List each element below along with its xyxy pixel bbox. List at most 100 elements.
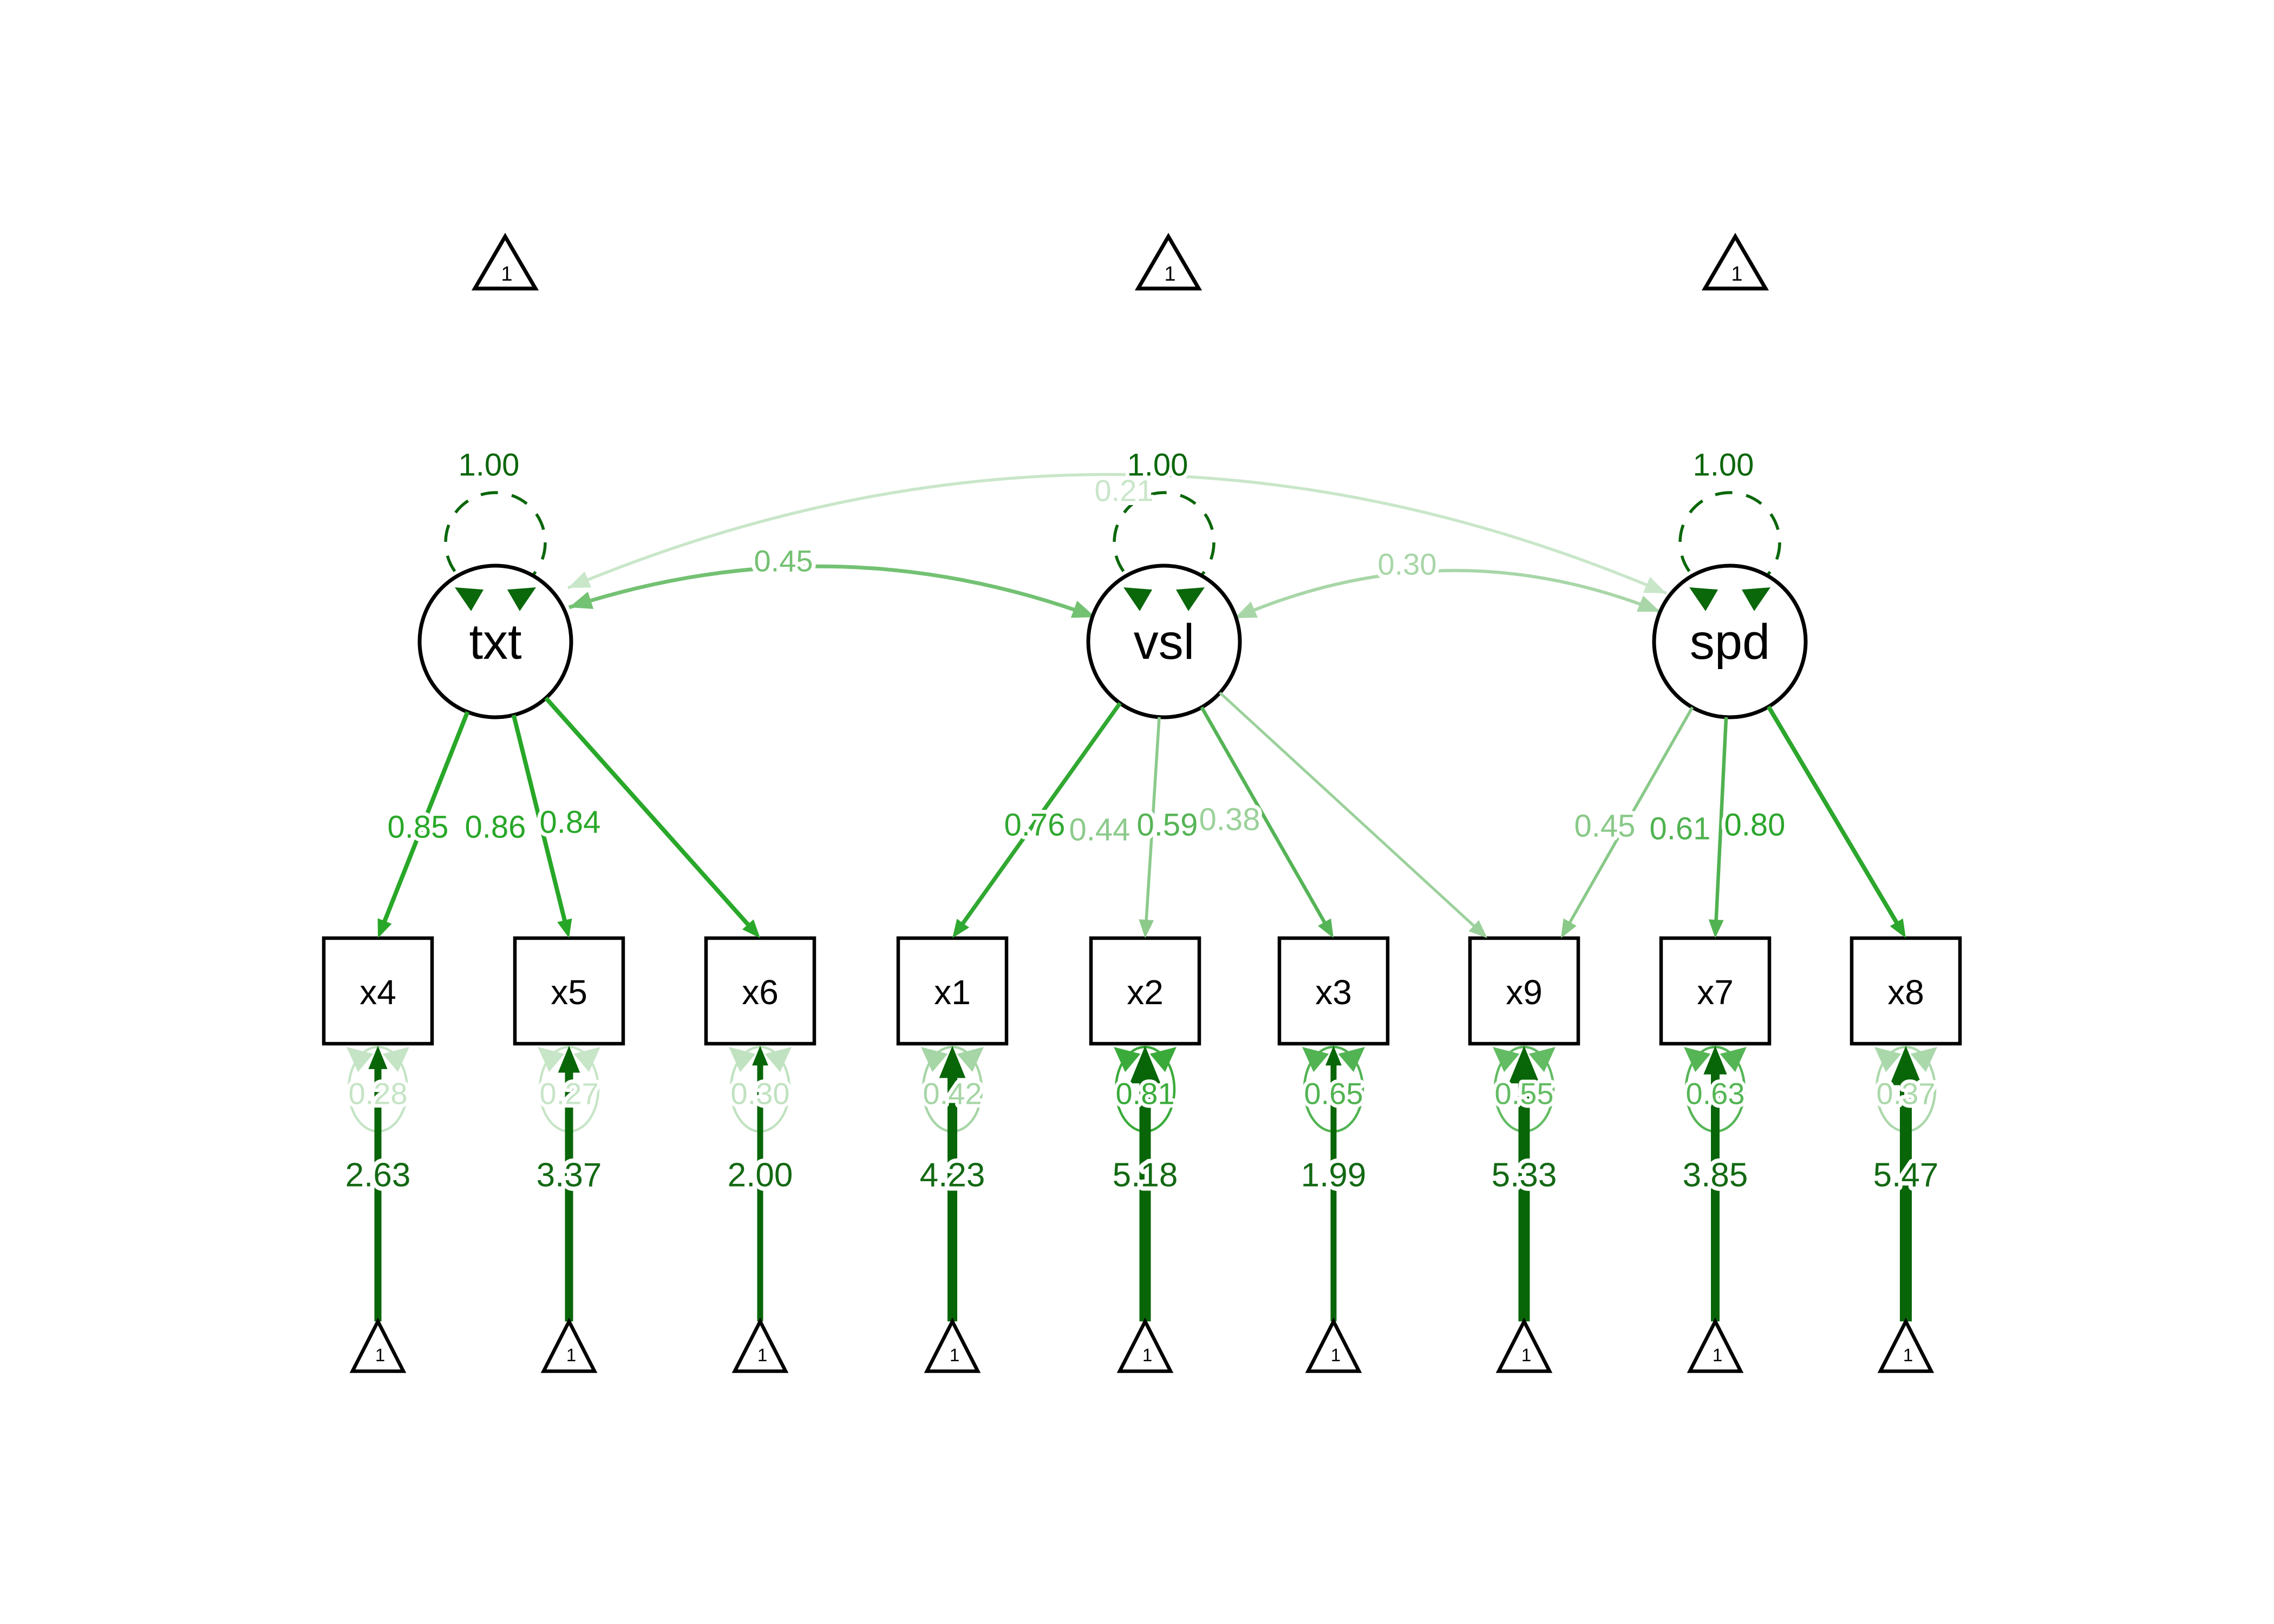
bottom-constant-triangle-x7 <box>1687 1317 1744 1373</box>
covariance-arrowhead <box>1636 595 1660 612</box>
loading-value-vsl-x9: 0.38 <box>1199 802 1260 837</box>
latent-node-spd <box>1652 564 1808 719</box>
variance-loop-arrowhead <box>1175 587 1205 611</box>
loading-arrow-spd-x8-head <box>1890 918 1906 938</box>
bottom-triangle-one-label: 1 <box>1142 1345 1152 1365</box>
bottom-triangle-one-label: 1 <box>950 1345 959 1365</box>
covariance-value-0.45: 0.45 <box>754 544 813 578</box>
loading-arrow-txt-x4-line <box>380 711 470 930</box>
bottom-constant-triangle-x5 <box>540 1317 598 1373</box>
loading-arrow-txt-x6-line <box>544 696 755 932</box>
residual-arrowhead <box>1910 1047 1937 1072</box>
manifest-node-x8 <box>1850 936 1962 1046</box>
manifest-node-x9 <box>1468 936 1580 1046</box>
residual-arrowhead <box>1493 1047 1520 1072</box>
residual-value-x3: 0.65 <box>1304 1077 1363 1111</box>
intercept-value-x9: 5.33 <box>1492 1157 1557 1194</box>
residual-arrowhead <box>1874 1047 1901 1072</box>
residual-arrowhead <box>347 1047 374 1072</box>
intercept-value-x3: 1.99 <box>1301 1157 1367 1194</box>
covariance-arrowhead <box>568 571 592 588</box>
latent-label-txt: txt <box>469 614 521 670</box>
bottom-triangle-one-label: 1 <box>566 1345 576 1365</box>
covariance-arrowhead <box>1234 601 1258 618</box>
latent-node-vsl <box>1086 564 1242 719</box>
residual-value-x8: 0.37 <box>1877 1077 1936 1111</box>
intercept-value-x7: 3.85 <box>1683 1157 1748 1194</box>
intercept-arrow-x8-head <box>1890 1046 1922 1085</box>
bottom-constant-triangle-x1 <box>924 1317 981 1373</box>
bottom-triangle-one-label: 1 <box>1713 1345 1722 1365</box>
manifest-label-x8: x8 <box>1887 973 1924 1012</box>
loading-arrow-txt-x5-line <box>511 714 569 929</box>
bottom-triangle-one-label: 1 <box>375 1345 385 1365</box>
residual-arrowhead <box>382 1047 409 1072</box>
loading-arrow-txt-x6-head <box>742 919 760 938</box>
loading-value-spd-x7: 0.61 <box>1650 811 1711 846</box>
intercept-value-x2: 5.18 <box>1113 1157 1178 1194</box>
loading-arrow-vsl-x1-line <box>956 702 1122 931</box>
intercept-value-x1: 4.23 <box>920 1157 985 1194</box>
covariance-arrowhead <box>569 591 594 609</box>
residual-arrowhead <box>1720 1047 1747 1072</box>
intercept-arrow-x5-head <box>558 1046 580 1073</box>
intercept-arrow-x3-head <box>1325 1046 1342 1066</box>
loading-arrow-spd-x7-line <box>1714 717 1728 928</box>
bottom-triangle-one-label: 1 <box>1903 1345 1913 1365</box>
intercept-value-x6: 2.00 <box>728 1157 793 1194</box>
residual-arrowhead <box>921 1047 948 1072</box>
loading-arrow-spd-x8-line <box>1766 705 1903 931</box>
bottom-constant-triangle-x4 <box>349 1317 407 1373</box>
loading-arrow-vsl-x3-head <box>1318 918 1334 938</box>
manifest-label-x9: x9 <box>1506 973 1543 1012</box>
loading-value-spd-x9: 0.45 <box>1574 808 1636 843</box>
residual-arrowhead <box>729 1047 756 1072</box>
covariance-curve-0.30 <box>1233 568 1661 620</box>
intercept-arrow-x9-head <box>1508 1046 1540 1084</box>
manifest-label-x4: x4 <box>360 973 396 1012</box>
intercept-arrow-x7-head <box>1703 1046 1727 1075</box>
top-constant-triangle-txt <box>471 233 539 291</box>
loading-arrow-vsl-x1-head <box>952 919 970 938</box>
bottom-constant-triangle-x6 <box>731 1317 789 1373</box>
latent-label-spd: spd <box>1690 614 1770 670</box>
top-triangle-one-label: 1 <box>1731 263 1742 285</box>
top-triangle-one-label: 1 <box>501 263 512 285</box>
loading-arrow-vsl-x3-line <box>1200 706 1330 931</box>
residual-arrowhead <box>538 1047 565 1072</box>
loading-arrow-spd-x9-line <box>1564 706 1694 931</box>
residual-arrowhead <box>1684 1047 1711 1072</box>
residual-arrowhead <box>764 1047 792 1072</box>
residual-value-x4: 0.28 <box>349 1077 408 1111</box>
covariance-arrowhead <box>1643 577 1667 593</box>
variance-loop-arrowhead <box>1741 587 1770 611</box>
variance-loop-arrowhead <box>507 587 536 611</box>
manifest-label-x7: x7 <box>1697 973 1734 1012</box>
residual-arrowhead <box>1528 1047 1556 1072</box>
latent-node-txt <box>417 564 573 719</box>
residual-arrowhead <box>1149 1047 1177 1072</box>
loading-value-vsl-x3: 0.59 <box>1137 807 1198 842</box>
manifest-label-x5: x5 <box>551 973 587 1012</box>
latent-variance-value-spd: 1.00 <box>1693 447 1754 482</box>
manifest-label-x6: x6 <box>742 973 779 1012</box>
loading-arrow-vsl-x2-line <box>1144 717 1161 928</box>
intercept-value-x4: 2.63 <box>345 1157 411 1194</box>
loading-value-vsl-x1: 0.76 <box>1004 807 1066 842</box>
intercept-arrow-x1-head <box>939 1046 966 1078</box>
top-constant-triangle-vsl <box>1134 233 1203 291</box>
covariance-arrowhead <box>1070 600 1095 618</box>
loading-value-vsl-x2: 0.44 <box>1069 812 1131 847</box>
covariance-value-0.30: 0.30 <box>1378 547 1437 581</box>
intercept-arrow-x6-head <box>752 1046 768 1066</box>
intercept-arrow-x4-head <box>368 1046 388 1069</box>
residual-arrowhead <box>573 1047 600 1072</box>
latent-label-vsl: vsl <box>1134 614 1194 670</box>
latent-variance-value-vsl: 1.00 <box>1127 447 1188 482</box>
manifest-node-x6 <box>704 936 816 1046</box>
manifest-node-x7 <box>1659 936 1772 1046</box>
manifest-label-x1: x1 <box>934 973 971 1012</box>
bottom-triangle-one-label: 1 <box>757 1345 767 1365</box>
loading-arrow-spd-x9-head <box>1561 918 1577 938</box>
